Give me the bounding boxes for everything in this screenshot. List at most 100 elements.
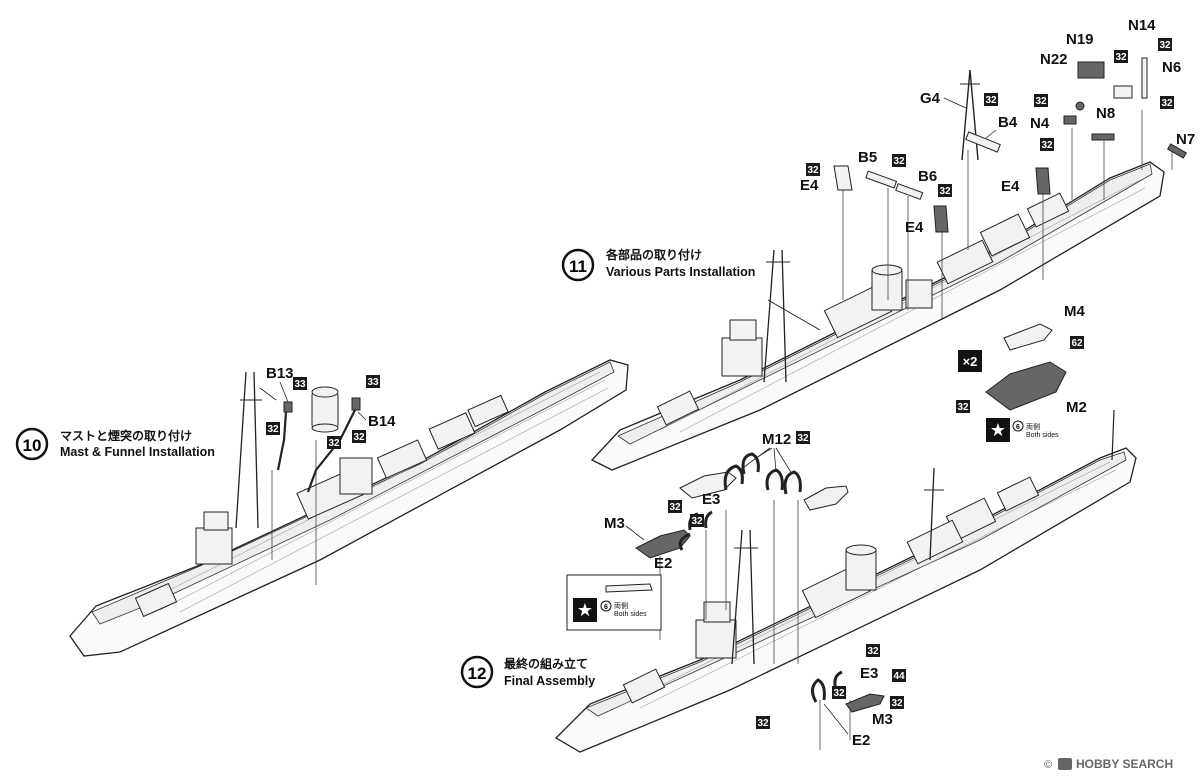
paint-tags-step-12: 32 32 32 32 44 32 32 32 — [668, 431, 906, 729]
svg-text:32: 32 — [353, 432, 365, 443]
label-m2: M2 — [1066, 399, 1087, 416]
step-11-number: 11 — [569, 257, 587, 276]
ship-step-12 — [554, 409, 1137, 753]
label-m12: M12 — [762, 431, 791, 448]
part-b14: B14 — [306, 397, 396, 493]
part-m12: M12 — [723, 431, 802, 495]
svg-text:32: 32 — [1115, 52, 1127, 63]
part-b5: B5 — [858, 149, 898, 189]
svg-text:32: 32 — [891, 698, 903, 709]
label-b14: B14 — [368, 413, 396, 430]
funnel-part — [311, 386, 339, 433]
svg-text:32: 32 — [957, 402, 969, 413]
part-n14: N14 — [1113, 17, 1156, 99]
label-n7: N7 — [1176, 131, 1195, 148]
boat-m3-upper: M3 — [604, 515, 691, 559]
svg-text:33: 33 — [367, 377, 379, 388]
svg-text:33: 33 — [294, 379, 306, 390]
step-10-badge: 10 — [15, 427, 49, 461]
label-e2-upper: E2 — [654, 555, 672, 572]
part-e4-mid: E4 — [905, 205, 949, 236]
step-12-number: 12 — [468, 664, 487, 683]
svg-text:×2: ×2 — [963, 354, 978, 369]
watermark: © HOBBY SEARCH — [1044, 757, 1173, 771]
label-n6: N6 — [1162, 59, 1181, 76]
part-g4: G4 — [920, 69, 980, 161]
label-m3-lower: M3 — [872, 711, 893, 728]
label-g4: G4 — [920, 90, 941, 107]
part-n6: N6 — [1141, 57, 1181, 99]
step-12-badge: 12 — [460, 655, 494, 689]
label-e3-upper: E3 — [702, 491, 720, 508]
svg-text:32: 32 — [807, 165, 819, 176]
svg-text:32: 32 — [328, 438, 340, 449]
svg-text:★: ★ — [990, 420, 1006, 440]
svg-text:32: 32 — [1159, 40, 1171, 51]
part-e4-right: E4 — [1001, 167, 1051, 195]
step-11-badge: 11 — [561, 248, 595, 282]
label-m4: M4 — [1064, 303, 1085, 320]
svg-text:32: 32 — [1161, 98, 1173, 109]
label-e4-mid: E4 — [905, 219, 924, 236]
label-e2-lower: E2 — [852, 732, 870, 749]
part-e4-left: E4 — [800, 165, 853, 194]
watermark-text: HOBBY SEARCH — [1076, 757, 1173, 771]
label-b4: B4 — [998, 114, 1018, 131]
part-b4: B4 — [965, 114, 1018, 153]
svg-text:32: 32 — [893, 156, 905, 167]
star-note-m2: ★ 6 両側 Both sides — [986, 418, 1059, 442]
part-e2-lower: E2 — [811, 678, 870, 749]
boat-m3-lower: M3 — [845, 693, 893, 728]
boat-upper-left — [679, 471, 737, 499]
star-note-m3: ★ 6 両側 Both sides — [566, 574, 662, 631]
step-12: 12 最終の組み立て Final Assembly — [460, 409, 1137, 753]
label-m3-upper: M3 — [604, 515, 625, 532]
part-n19: N19 — [1066, 31, 1105, 79]
svg-text:Both sides: Both sides — [614, 611, 647, 618]
svg-text:32: 32 — [691, 516, 703, 527]
part-n7: N7 — [1167, 131, 1195, 159]
svg-text:32: 32 — [757, 718, 769, 729]
step-11-title-jp: 各部品の取り付け — [605, 247, 702, 262]
label-b13: B13 — [266, 365, 294, 382]
label-e4-left: E4 — [800, 177, 819, 194]
part-b13: B13 — [266, 365, 294, 471]
step-12-title-en: Final Assembly — [504, 674, 595, 688]
label-n19: N19 — [1066, 31, 1094, 48]
ship-step-11 — [590, 110, 1173, 471]
svg-text:両側: 両側 — [614, 601, 628, 610]
svg-text:32: 32 — [1041, 140, 1053, 151]
svg-text:32: 32 — [939, 186, 951, 197]
svg-text:32: 32 — [267, 424, 279, 435]
part-n4: N4 — [1030, 115, 1077, 132]
svg-text:Both sides: Both sides — [1026, 432, 1059, 439]
svg-text:32: 32 — [867, 646, 879, 657]
svg-text:32: 32 — [1035, 96, 1047, 107]
part-n8: N8 — [1091, 105, 1115, 141]
label-n8: N8 — [1096, 105, 1115, 122]
svg-text:★: ★ — [577, 600, 593, 620]
svg-text:32: 32 — [833, 688, 845, 699]
step-10-title-en: Mast & Funnel Installation — [60, 445, 215, 459]
label-e4-right: E4 — [1001, 178, 1020, 195]
label-b5: B5 — [858, 149, 877, 166]
svg-text:32: 32 — [985, 95, 997, 106]
step-10-title-jp: マストと煙突の取り付け — [60, 428, 192, 443]
label-b6: B6 — [918, 168, 937, 185]
label-n22: N22 — [1040, 51, 1068, 68]
ship-step-10 — [69, 359, 629, 657]
times-two-badge: ×2 — [958, 350, 982, 372]
svg-text:6: 6 — [1016, 424, 1020, 431]
part-b6: B6 — [895, 168, 937, 200]
step-11-title-en: Various Parts Installation — [606, 265, 755, 279]
label-e3-lower: E3 — [860, 665, 878, 682]
step-10-number: 10 — [23, 436, 42, 455]
paint-tags-step-10: 33 33 32 32 32 — [266, 375, 380, 449]
svg-text:©: © — [1044, 759, 1052, 771]
svg-text:6: 6 — [604, 604, 608, 611]
step-12-title-jp: 最終の組み立て — [504, 656, 588, 671]
svg-text:32: 32 — [797, 433, 809, 444]
step-10: 10 マストと煙突の取り付け Mast & Funnel Installatio… — [15, 359, 629, 657]
svg-text:62: 62 — [1071, 338, 1083, 349]
